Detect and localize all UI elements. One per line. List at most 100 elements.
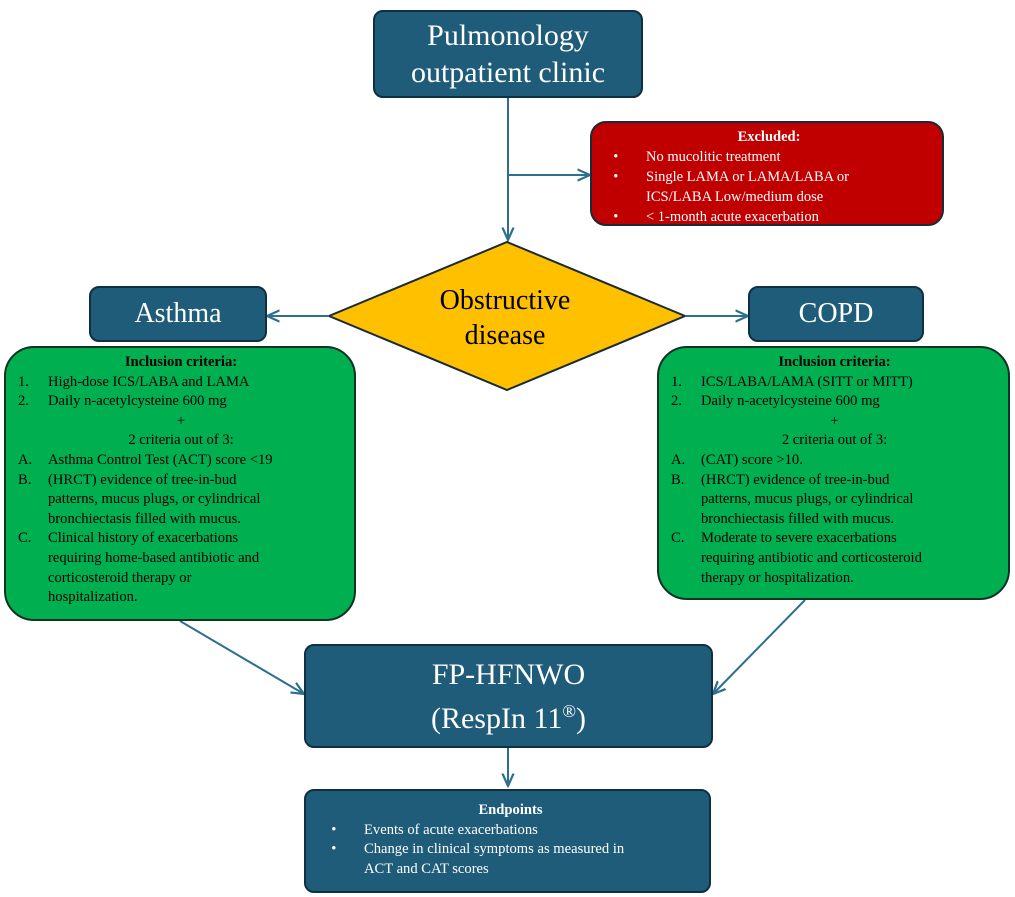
asthma-numbered-list: 1. High-dose ICS/LABA and LAMA 2. Daily n-a… <box>18 373 344 412</box>
asthma-criteria-title: Inclusion criteria <box>124 354 233 370</box>
list-item-line: (HRCT) evidence of tree-in-bud <box>701 471 890 488</box>
decision-line2: disease <box>464 320 546 351</box>
list-item-line: ICS/LABA/LAMA (SITT or MITT) <box>701 373 913 390</box>
list-item-line: < 1-month acute exacerbation <box>646 209 819 225</box>
clinic-line2: outpatient clinic <box>410 56 606 89</box>
list-item-line: Moderate to severe exacerbations <box>701 530 897 547</box>
list-item-text: < 1-month acute exacerbation <box>646 207 819 227</box>
list-item-line: (CAT) score >10. <box>701 451 803 468</box>
treatment-superscript: ® <box>562 700 577 721</box>
endpoints-list: • Events of acute exacerbations •Change i… <box>324 821 697 880</box>
list-item-line: patterns, mucus plugs, or cylindrical <box>701 491 914 508</box>
bullet-icon: • <box>606 209 619 225</box>
list-marker: C. <box>671 530 685 547</box>
bullet-icon: • <box>606 169 619 185</box>
decision-line1: Obstructive <box>439 285 571 316</box>
list-item-line: requiring antibiotic and corticosteroid <box>701 549 922 566</box>
list-item-line: Clinical history of exacerbations <box>48 530 239 547</box>
copd-numbered-list: 1. ICS/LABA/LAMA (SITT or MITT) 2. Daily n-… <box>671 373 998 412</box>
list-item: 2. Daily n-acetylcysteine 600 mg <box>671 392 998 412</box>
list-item: •Change in clinical symptoms as measured… <box>324 840 697 879</box>
list-item-text: (HRCT) evidence of tree-in-bud patterns, … <box>701 471 913 530</box>
asthma-label: Asthma <box>134 298 222 329</box>
asthma-criteria-box: Inclusion criteria: 1.High-dose ICS/LABA… <box>4 346 356 621</box>
list-item-line: therapy or hospitalization. <box>701 569 854 586</box>
list-marker: A. <box>18 451 33 468</box>
decision-label: Obstructive disease <box>380 283 630 353</box>
list-item-text: ICS/LABA/LAMA (SITT or MITT) <box>701 373 913 393</box>
list-item-line: High-dose ICS/LABA and LAMA <box>48 373 250 390</box>
list-marker: 1. <box>671 373 682 390</box>
list-item-line: ACT and CAT scores <box>364 860 489 877</box>
list-item-line: Daily n-acetylcysteine 600 mg <box>701 393 880 410</box>
copd-box: COPD <box>748 286 924 342</box>
endpoints-box: Endpoints • Events of acute exacerbations… <box>304 789 711 893</box>
list-item: 1. High-dose ICS/LABA and LAMA <box>18 373 344 393</box>
list-item-line: requiring home-based antibiotic and <box>48 549 260 566</box>
list-item-text: Single LAMA or LAMA/LABA or ICS/LABA Low/… <box>646 167 849 207</box>
excluded-title: Excluded <box>737 129 796 145</box>
treatment-box: FP-HFNWO (RespIn 11®) <box>304 644 713 748</box>
asthma-box: Asthma <box>89 286 267 342</box>
clinic-box: Pulmonology outpatient clinic <box>373 10 643 98</box>
list-item-line: Events of acute exacerbations <box>364 821 538 838</box>
list-marker: C. <box>18 530 32 547</box>
bullet-icon: • <box>324 841 337 857</box>
list-item: A. Asthma Control Test (ACT) score <19 <box>18 451 344 471</box>
asthma-subtitle: 2 criteria out of 3: <box>128 432 234 449</box>
list-item-line: (HRCT) evidence of tree-in-bud <box>48 471 237 488</box>
list-item: • < 1-month acute exacerbation <box>606 207 932 227</box>
list-item-line: corticosteroid therapy or <box>48 569 192 586</box>
copd-criteria-box: Inclusion criteria: 1.ICS/LABA/LAMA (SIT… <box>657 346 1010 600</box>
list-item: • Single LAMA or LAMA/LABA or ICS/LABA Low… <box>606 167 932 207</box>
copd-subtitle: 2 criteria out of 3: <box>781 432 888 449</box>
list-item: C. Moderate to severe exacerbations requir… <box>671 529 998 588</box>
copd-lettered-list: A. (CAT) score >10. B. (HRCT) evidence of t… <box>671 451 998 588</box>
treatment-line1: FP-HFNWO <box>431 657 586 691</box>
endpoints-title: Endpoints <box>478 802 543 818</box>
list-item: 1. ICS/LABA/LAMA (SITT or MITT) <box>671 373 998 393</box>
list-item: • No mucolitic treatment <box>606 147 932 167</box>
list-item-line: hospitalization. <box>48 589 138 606</box>
list-item: A. (CAT) score >10. <box>671 451 998 471</box>
treatment-line2-end: ) <box>576 701 587 735</box>
list-item-text: No mucolitic treatment <box>646 147 781 167</box>
list-item-line: bronchiectasis filled with mucus. <box>48 510 241 527</box>
copd-plus: + <box>830 412 839 429</box>
arrow-copd-to-treatment <box>713 599 806 694</box>
list-item: • Events of acute exacerbations <box>324 821 697 841</box>
list-item-text: Daily n-acetylcysteine 600 mg <box>48 392 227 412</box>
list-item-text: High-dose ICS/LABA and LAMA <box>48 373 249 393</box>
list-item-text: Daily n-acetylcysteine 600 mg <box>701 392 880 412</box>
list-item-text: (CAT) score >10. <box>701 451 803 471</box>
decision-diamond <box>326 240 688 392</box>
list-item-line: ICS/LABA Low/medium dose <box>646 189 824 205</box>
list-item-text: Events of acute exacerbations <box>364 821 538 841</box>
excluded-list: • No mucolitic treatment • Single LAMA or … <box>606 147 932 227</box>
list-item-line: bronchiectasis filled with mucus. <box>701 510 894 527</box>
copd-label: COPD <box>798 298 874 329</box>
list-item-line: No mucolitic treatment <box>646 149 781 165</box>
excluded-box: Excluded: •No mucolitic treatment •Singl… <box>590 121 944 226</box>
clinic-line1: Pulmonology <box>427 19 589 52</box>
list-item-line: Single LAMA or LAMA/LABA or <box>646 169 849 185</box>
list-item-text: Clinical history of exacerbations requiri… <box>48 529 259 607</box>
list-item-text: Moderate to severe exacerbations requirin… <box>701 529 922 588</box>
list-marker: A. <box>671 451 686 468</box>
list-marker: 2. <box>18 393 29 410</box>
list-item: C. Clinical history of exacerbations requi… <box>18 529 344 607</box>
asthma-plus: + <box>176 412 186 429</box>
list-item-line: Daily n-acetylcysteine 600 mg <box>48 393 227 410</box>
copd-criteria-title: Inclusion criteria <box>778 354 886 370</box>
bullet-icon: • <box>324 821 337 838</box>
bullet-icon: • <box>606 149 619 165</box>
list-marker: B. <box>671 471 685 488</box>
list-marker: 1. <box>18 373 29 390</box>
list-marker: 2. <box>671 393 682 410</box>
list-item-line: Asthma Control Test (ACT) score <19 <box>48 451 273 468</box>
treatment-line2: (RespIn 11 <box>430 701 563 735</box>
